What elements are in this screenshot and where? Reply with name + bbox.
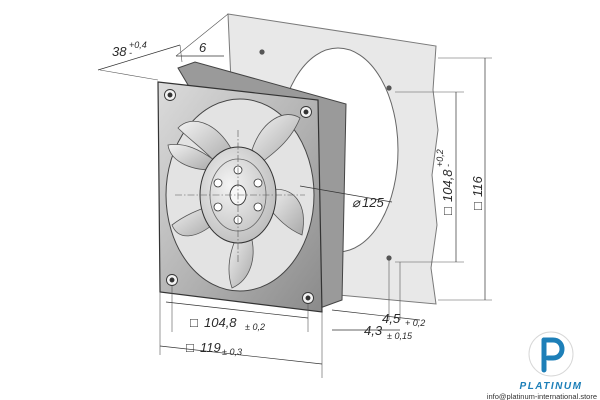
hole-b-tol: ± 0,15 xyxy=(387,331,413,341)
panel-hole-top-left xyxy=(259,49,265,55)
outer-size-value: 116 xyxy=(470,176,485,197)
bottom-inner-symbol: □ xyxy=(190,315,198,330)
depth-value: 38 xyxy=(112,44,127,59)
hub-holes xyxy=(213,165,263,225)
bottom-inner-tol: ± 0,2 xyxy=(245,322,265,332)
hole-a-tol: + 0,2 xyxy=(405,318,425,328)
outer-square-symbol: □ xyxy=(470,202,485,210)
diameter-dimension: ⌀ 125 xyxy=(299,185,393,210)
fan-blades xyxy=(167,114,304,289)
bottom-dimensions: □ 104,8 ± 0,2 □ 119 ± 0,3 xyxy=(159,286,323,378)
bottom-inner-value: 104,8 xyxy=(204,315,237,330)
hole-b-value: 4,3 xyxy=(364,323,383,338)
depth-tol-upper: +0,4 xyxy=(129,40,147,50)
bottom-outer-value: 119 xyxy=(200,340,221,355)
platinum-logo: PLATINUM info@platinum-international.sto… xyxy=(487,331,597,400)
hole-dimensions: 4,5 + 0,2 4,3 ± 0,15 xyxy=(331,258,425,341)
depth-tol-lower: - xyxy=(129,48,132,58)
diameter-symbol: ⌀ xyxy=(352,195,361,210)
logo-bowl xyxy=(541,337,565,361)
right-dimensions: □ 104,8 +0,2 - □ 116 xyxy=(395,57,492,301)
center-lines xyxy=(175,130,305,262)
offset-value: 6 xyxy=(199,40,207,55)
fan xyxy=(157,61,347,313)
bottom-outer-symbol: □ xyxy=(186,340,194,355)
logo-url-text: info@platinum-international.store xyxy=(487,392,597,400)
logo-brand-text: PLATINUM xyxy=(520,381,583,392)
bottom-outer-tol: ± 0,3 xyxy=(222,347,242,357)
fan-corner-holes xyxy=(164,89,314,304)
inner-spacing-tol-upper: +0,2 xyxy=(435,149,445,167)
panel-hole-top-right xyxy=(386,85,392,91)
diameter-value: 125 xyxy=(362,195,384,210)
inner-spacing-tol-lower: - xyxy=(443,164,453,167)
inner-square-symbol: □ xyxy=(440,207,455,215)
hole-a-value: 4,5 xyxy=(382,311,401,326)
inner-spacing-value: 104,8 xyxy=(440,169,455,202)
top-dimensions: 38 +0,4 - 6 xyxy=(97,13,229,81)
